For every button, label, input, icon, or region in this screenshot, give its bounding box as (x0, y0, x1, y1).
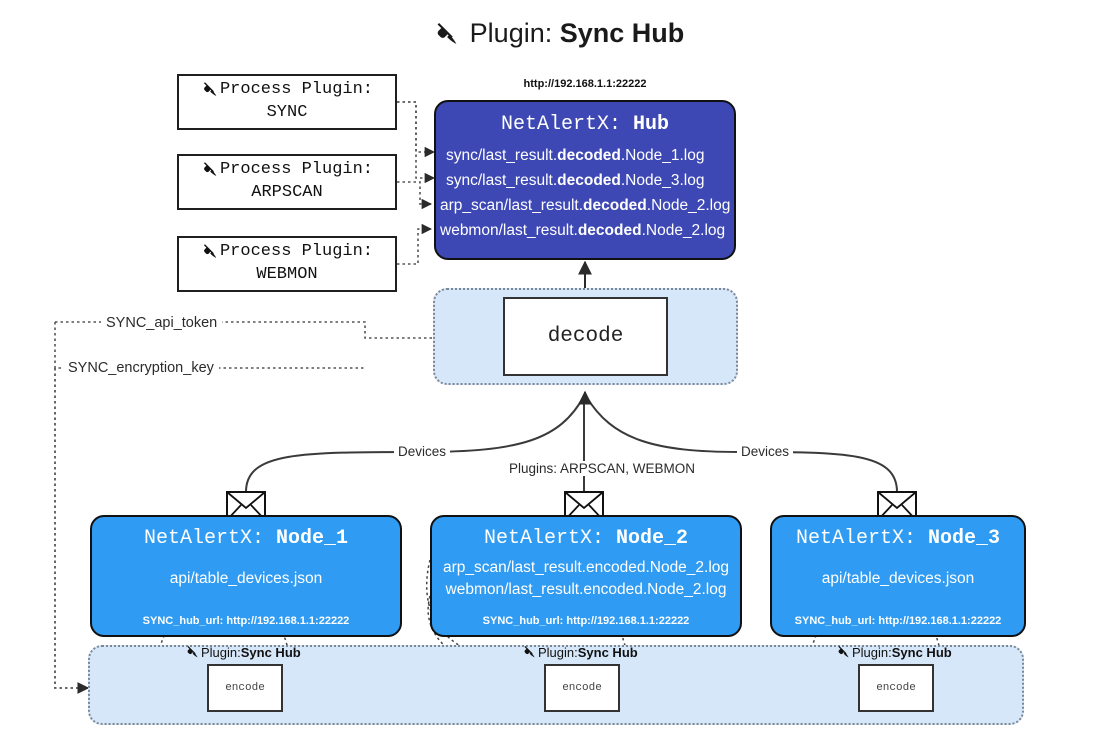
edge-label-devices-right: Devices (737, 444, 794, 459)
hub-title: NetAlertX: Hub (436, 113, 734, 136)
process-plugin-heading: Process Plugin: (219, 242, 374, 262)
process-plugin-heading: Process Plugin: (219, 80, 374, 100)
edge-sync-plugin-to-log2 (397, 101, 436, 184)
node-box-node-1: NetAlertX: Node_1 api/table_devices.json… (90, 515, 402, 637)
sync-hub-plugin-label-node-1: Plugin: Sync Hub (185, 645, 301, 660)
process-plugin-name: ARPSCAN (251, 183, 323, 202)
hub-log-list: sync/last_result.decoded.Node_1.log sync… (436, 143, 734, 243)
hub-log-line: webmon/last_result.decoded.Node_2.log (440, 222, 726, 240)
node-title: NetAlertX: Node_3 (795, 527, 1001, 550)
node-hub-url: SYNC_hub_url: http://192.168.1.1:22222 (794, 615, 1002, 627)
node-hub-url: SYNC_hub_url: http://192.168.1.1:22222 (482, 615, 690, 627)
sync-hub-plugin-label-node-3: Plugin: Sync Hub (836, 645, 952, 660)
encode-box-node-3: encode (858, 664, 934, 712)
hub-url-label: http://192.168.1.1:22222 (523, 78, 647, 90)
process-plugin-heading: Process Plugin: (219, 160, 374, 180)
hub-title-name: Hub (633, 113, 670, 136)
plug-icon (185, 645, 199, 660)
node-line: api/table_devices.json (821, 570, 975, 587)
hub-node: NetAlertX: Hub sync/last_result.decoded.… (434, 100, 736, 260)
node-box-node-2: NetAlertX: Node_2 arp_scan/last_result.e… (430, 515, 742, 637)
sync-encryption-key-label: SYNC_encryption_key (63, 360, 219, 376)
edge-label-plugins-center: Plugins: ARPSCAN, WEBMON (505, 461, 700, 476)
hub-log-line: sync/last_result.decoded.Node_1.log (446, 147, 705, 164)
page-title: Plugin: Sync Hub (0, 18, 1117, 49)
process-plugin-name: WEBMON (256, 265, 318, 284)
hub-title-prefix: NetAlertX: (500, 113, 633, 136)
sync-hub-plugin-label-node-2: Plugin: Sync Hub (522, 645, 638, 660)
plug-icon (201, 160, 218, 180)
title-prefix: Plugin: (469, 18, 560, 48)
edge-sync-plugin-to-log1 (397, 101, 436, 158)
plug-icon (201, 242, 218, 262)
sync-api-token-label: SYNC_api_token (101, 315, 223, 331)
hub-log-line: arp_scan/last_result.decoded.Node_2.log (440, 197, 731, 215)
edge-webmon-plugin-to-log4 (397, 223, 433, 265)
node-line: api/table_devices.json (169, 570, 323, 587)
title-name: Sync Hub (559, 18, 685, 48)
process-plugin-box-webmon: Process Plugin: WEBMON (177, 236, 397, 292)
node-hub-url: SYNC_hub_url: http://192.168.1.1:22222 (142, 615, 350, 627)
hub-log-line: sync/last_result.decoded.Node_3.log (446, 172, 705, 190)
node-line: webmon/last_result.encoded.Node_2.log (445, 581, 727, 598)
process-plugin-box-sync: Process Plugin: SYNC (177, 74, 397, 130)
node-box-node-3: NetAlertX: Node_3 api/table_devices.json… (770, 515, 1026, 637)
plug-icon (201, 80, 218, 100)
encode-box-node-2: encode (544, 664, 620, 712)
plug-icon (522, 645, 536, 660)
node-line: arp_scan/last_result.encoded.Node_2.log (442, 559, 730, 576)
edge-keys-to-bottom-band (54, 368, 90, 694)
decode-box: decode (503, 297, 668, 376)
node-title: NetAlertX: Node_1 (143, 527, 349, 550)
process-plugin-box-arpscan: Process Plugin: ARPSCAN (177, 154, 397, 210)
node-title: NetAlertX: Node_2 (483, 527, 689, 550)
encode-box-node-1: encode (207, 664, 283, 712)
edge-label-devices-left: Devices (394, 444, 451, 459)
plug-icon (836, 645, 850, 660)
plug-icon (433, 20, 466, 48)
process-plugin-name: SYNC (266, 103, 308, 122)
edge-arpscan-plugin-to-log3 (397, 181, 433, 210)
